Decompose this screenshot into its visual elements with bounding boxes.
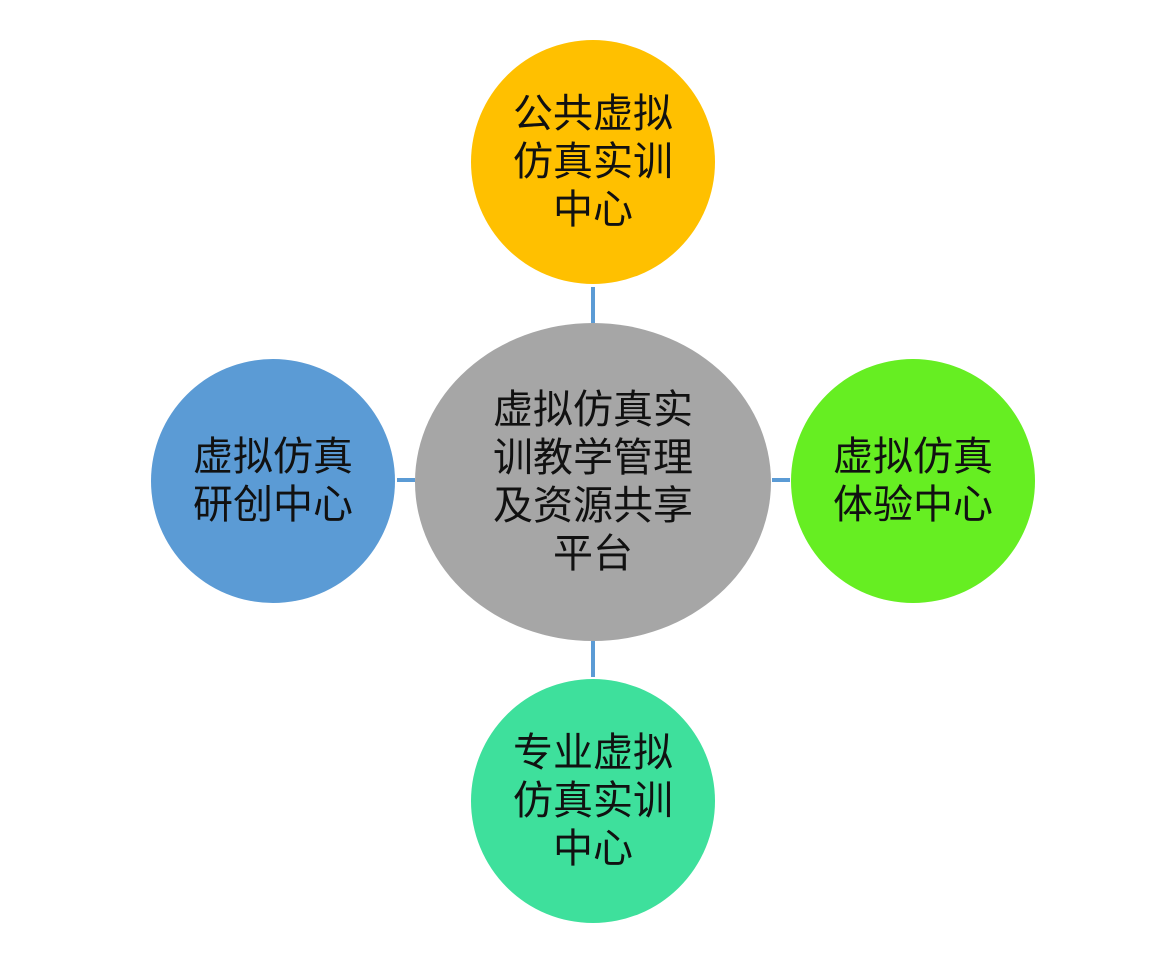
center-node: 虚拟仿真实 训教学管理 及资源共享 平台 <box>415 323 771 641</box>
right-node-label: 虚拟仿真 体验中心 <box>833 433 993 529</box>
connector-left <box>397 478 415 482</box>
center-node-line-4: 平台 <box>553 531 633 577</box>
left-node-line-2: 研创中心 <box>193 482 353 528</box>
center-node-label: 虚拟仿真实 训教学管理 及资源共享 平台 <box>493 386 693 578</box>
bottom-node-label: 专业虚拟 仿真实训 中心 <box>513 729 673 873</box>
top-node-line-1: 公共虚拟 <box>513 91 673 137</box>
center-node-line-1: 虚拟仿真实 <box>493 387 693 433</box>
center-node-line-2: 训教学管理 <box>493 435 693 481</box>
left-node-line-1: 虚拟仿真 <box>193 434 353 480</box>
connector-top <box>591 287 595 323</box>
center-node-line-3: 及资源共享 <box>493 483 693 529</box>
right-node-line-1: 虚拟仿真 <box>833 434 993 480</box>
top-node-label: 公共虚拟 仿真实训 中心 <box>513 90 673 234</box>
right-node: 虚拟仿真 体验中心 <box>791 359 1035 603</box>
top-node-line-3: 中心 <box>553 187 633 233</box>
connector-right <box>772 478 790 482</box>
left-node-label: 虚拟仿真 研创中心 <box>193 433 353 529</box>
right-node-line-2: 体验中心 <box>833 482 993 528</box>
bottom-node-line-1: 专业虚拟 <box>513 730 673 776</box>
bottom-node-line-3: 中心 <box>553 826 633 872</box>
connector-bottom <box>591 641 595 677</box>
top-node-line-2: 仿真实训 <box>513 139 673 185</box>
bottom-node: 专业虚拟 仿真实训 中心 <box>471 679 715 923</box>
bottom-node-line-2: 仿真实训 <box>513 778 673 824</box>
left-node: 虚拟仿真 研创中心 <box>151 359 395 603</box>
top-node: 公共虚拟 仿真实训 中心 <box>471 40 715 284</box>
